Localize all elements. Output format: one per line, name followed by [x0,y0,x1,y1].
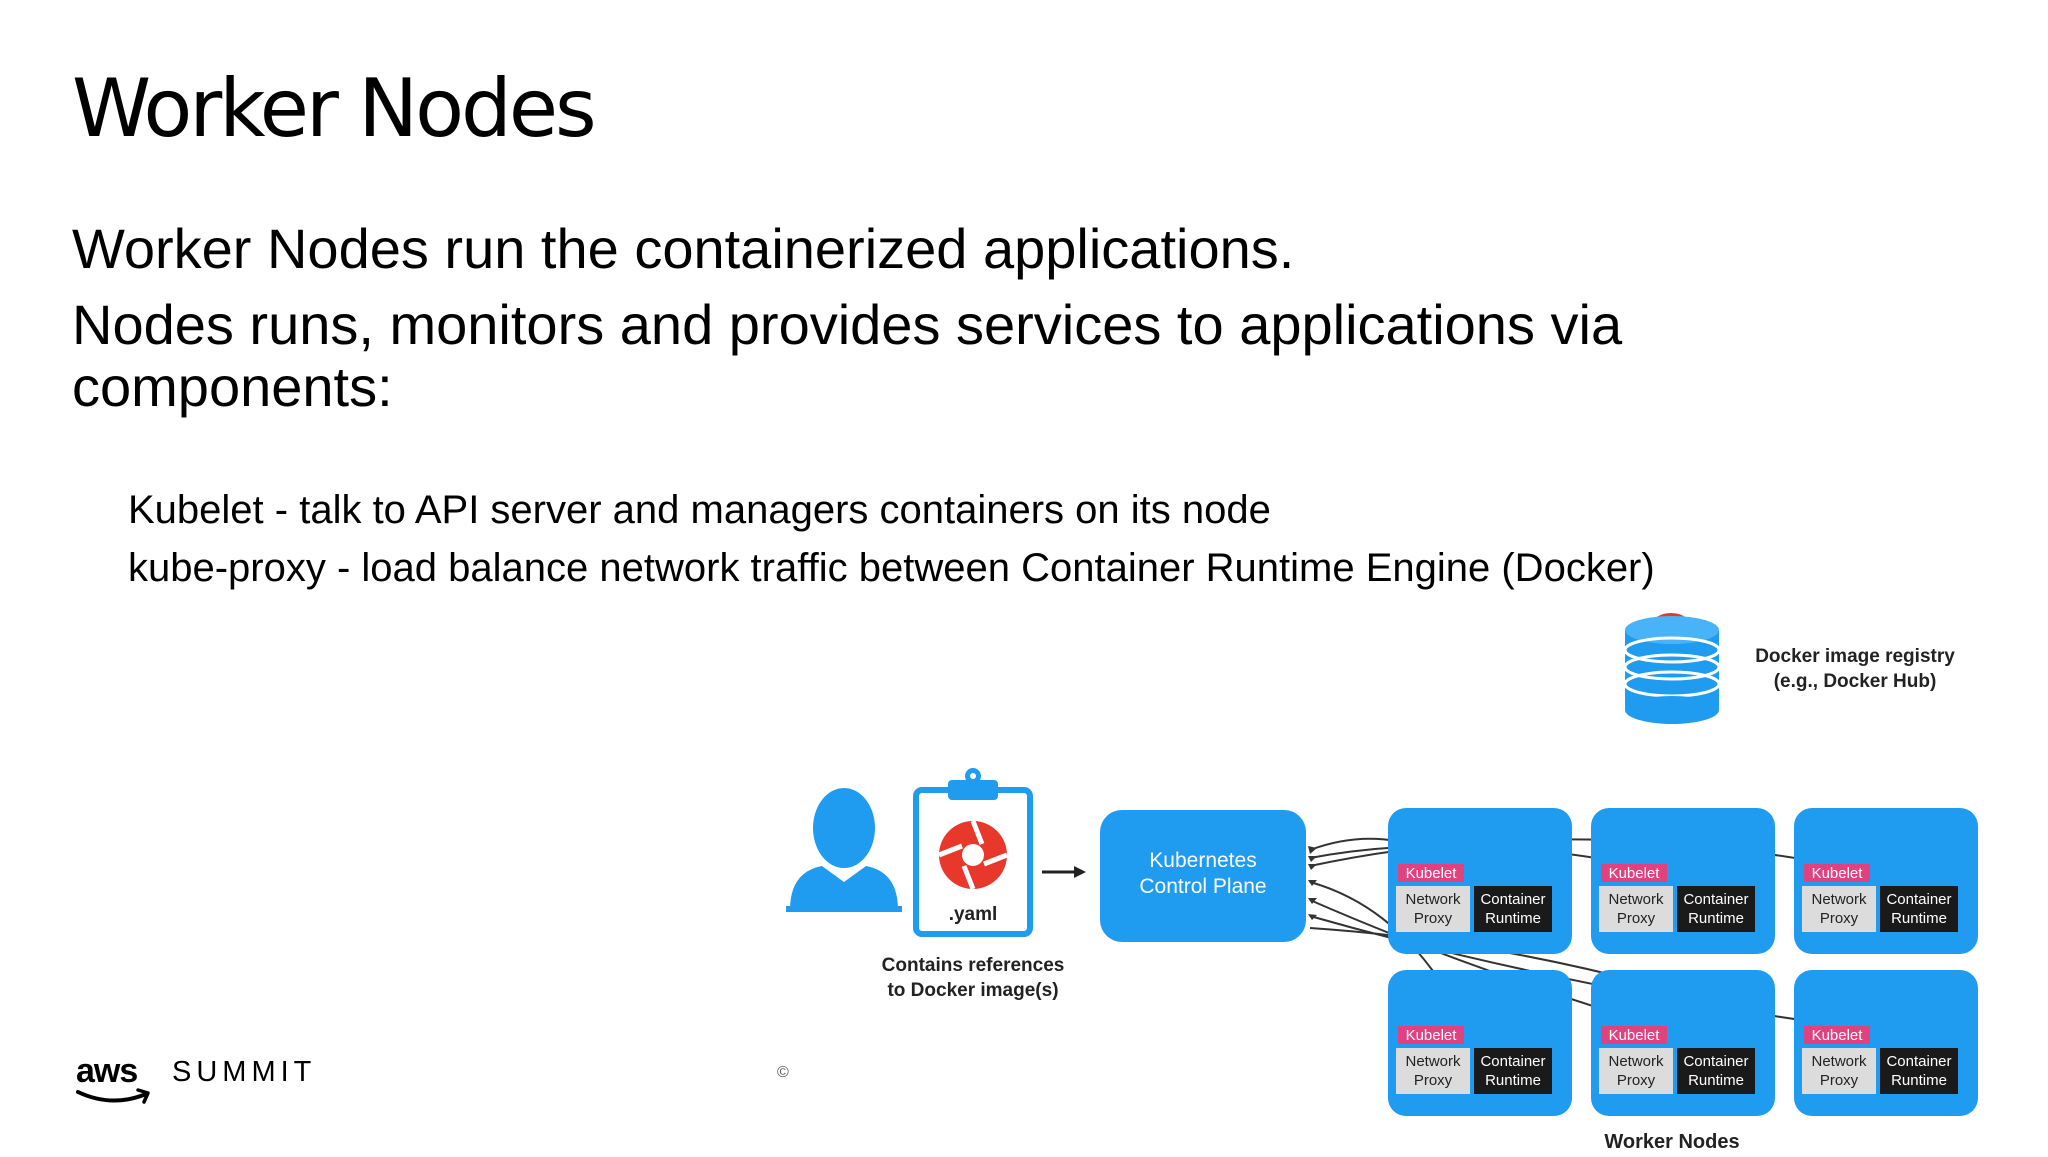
intro-paragraph: Worker Nodes run the containerized appli… [72,217,1295,280]
bullet-kubelet: Kubelet - talk to API server and manager… [128,488,1271,532]
container-runtime-label-1: Container [1480,891,1545,908]
kubelet-label: Kubelet [1812,865,1864,882]
registry-label-line1: Docker image registry [1755,646,1955,667]
copyright-mark: © [777,1064,789,1081]
container-runtime-label-1: Container [1480,1053,1545,1070]
container-runtime-label-2: Runtime [1485,910,1541,927]
aws-summit-logo: aws SUMMIT [76,1052,326,1104]
container-runtime-label-2: Runtime [1688,1072,1744,1089]
container-runtime-label-2: Runtime [1688,910,1744,927]
container-runtime-label-1: Container [1886,1053,1951,1070]
container-runtime-label-1: Container [1683,1053,1748,1070]
control-plane-box [1100,810,1306,942]
worker-node-4: Kubelet Network Proxy Container Runtime [1388,970,1572,1116]
network-proxy-label-1: Network [1405,1053,1461,1070]
control-plane-label-line2: Control Plane [1139,875,1266,898]
registry-database-icon [1623,613,1721,724]
kubelet-label: Kubelet [1406,865,1458,882]
connection-arrowheads [1308,846,1317,920]
worker-node-6: Kubelet Network Proxy Container Runtime [1794,970,1978,1116]
container-runtime-label-1: Container [1886,891,1951,908]
container-runtime-label-2: Runtime [1891,1072,1947,1089]
user-icon [786,788,902,912]
yaml-caption-line1: Contains references [882,955,1065,976]
bullet-kube-proxy: kube-proxy - load balance network traffi… [128,546,1655,590]
network-proxy-label-2: Proxy [1414,910,1453,927]
network-proxy-label-1: Network [1608,891,1664,908]
aws-brand-text: aws [76,1052,138,1090]
worker-node-1: Kubelet Network Proxy Container Runtime [1388,808,1572,954]
kubelet-label: Kubelet [1812,1027,1864,1044]
network-proxy-label-1: Network [1811,1053,1867,1070]
summit-text: SUMMIT [172,1056,317,1088]
yaml-caption-line2: to Docker image(s) [887,980,1058,1001]
worker-node-5: Kubelet Network Proxy Container Runtime [1591,970,1775,1116]
control-plane-label-line1: Kubernetes [1149,849,1256,872]
worker-node-2: Kubelet Network Proxy Container Runtime [1591,808,1775,954]
network-proxy-label-2: Proxy [1617,1072,1656,1089]
network-proxy-label-2: Proxy [1414,1072,1453,1089]
arrow-to-control-plane [1042,866,1086,878]
network-proxy-label-2: Proxy [1820,910,1859,927]
network-proxy-label-2: Proxy [1617,910,1656,927]
registry-label-line2: (e.g., Docker Hub) [1774,671,1937,692]
worker-node-3: Kubelet Network Proxy Container Runtime [1794,808,1978,954]
slide-title: Worker Nodes [72,62,597,155]
kubernetes-architecture-diagram: Docker image registry (e.g., Docker Hub)… [770,610,2010,1153]
network-proxy-label-1: Network [1811,891,1867,908]
yaml-clipboard-icon [913,768,1033,937]
kubelet-label: Kubelet [1406,1027,1458,1044]
network-proxy-label-1: Network [1405,891,1461,908]
container-runtime-label-2: Runtime [1891,910,1947,927]
worker-nodes-caption: Worker Nodes [1604,1131,1739,1152]
network-proxy-label-2: Proxy [1820,1072,1859,1089]
kubelet-label: Kubelet [1609,1027,1661,1044]
components-paragraph: Nodes runs, monitors and provides servic… [72,293,1623,418]
amazon-smile-icon [76,1088,150,1104]
yaml-label: .yaml [949,904,998,925]
container-runtime-label-1: Container [1683,891,1748,908]
network-proxy-label-1: Network [1608,1053,1664,1070]
container-runtime-label-2: Runtime [1485,1072,1541,1089]
kubelet-label: Kubelet [1609,865,1661,882]
